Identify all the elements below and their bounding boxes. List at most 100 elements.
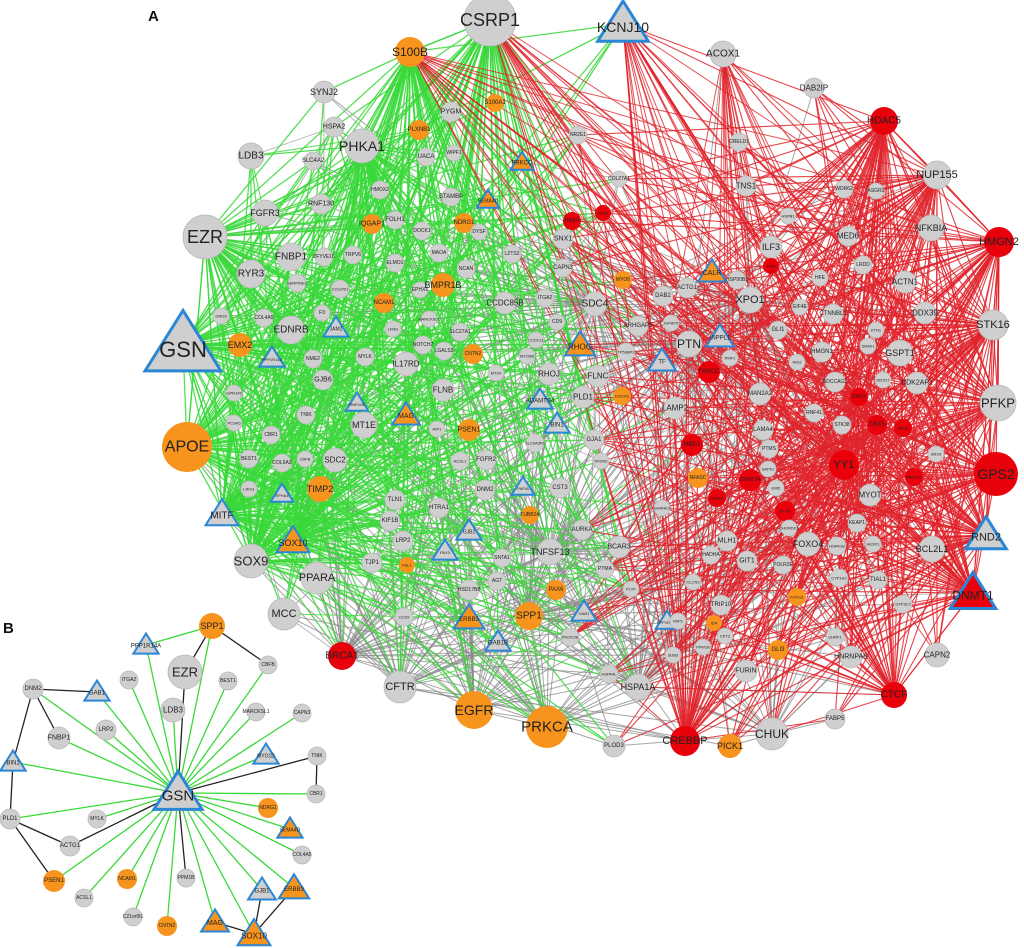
node-label: SYNJ2 bbox=[310, 87, 338, 97]
node-lfng: LFNG bbox=[384, 320, 402, 338]
circle-node-shape bbox=[664, 646, 682, 664]
edge bbox=[489, 19, 668, 622]
circle-node-shape bbox=[199, 613, 225, 639]
node-tnik: TNIK bbox=[296, 405, 316, 425]
node-label: RUNX1 bbox=[710, 496, 724, 501]
edge bbox=[876, 424, 895, 696]
circle-node-shape bbox=[117, 869, 137, 889]
node-label: LRP2 bbox=[98, 727, 114, 733]
circle-node-shape bbox=[535, 288, 555, 308]
circle-node-shape bbox=[416, 147, 436, 167]
circle-node-shape bbox=[867, 182, 885, 200]
node-label: MAG bbox=[398, 413, 414, 420]
edge bbox=[622, 23, 721, 338]
node-timp2: TIMP2 bbox=[307, 476, 333, 502]
node-label: DNM2 bbox=[24, 686, 42, 692]
circle-node-shape bbox=[182, 214, 228, 260]
circle-node-shape bbox=[759, 439, 779, 459]
node-bmpr1b: BMPR1B bbox=[424, 273, 462, 297]
node-lrp2: LRP2 bbox=[95, 719, 117, 741]
circle-node-shape bbox=[526, 706, 568, 748]
edge bbox=[409, 51, 747, 672]
node-label: CCDC85B bbox=[486, 299, 523, 308]
node-srak1: SRAK1 bbox=[859, 337, 877, 355]
edge bbox=[528, 395, 623, 617]
node-label: HSPA1B bbox=[829, 544, 845, 549]
circle-node-shape bbox=[549, 477, 571, 499]
node-label: NID2 bbox=[792, 360, 802, 365]
node-aurka: AURKA bbox=[571, 519, 593, 541]
node-label: DYSF bbox=[472, 229, 485, 235]
node-label: HADHA bbox=[702, 552, 720, 558]
node-label: COL27A1 bbox=[608, 176, 630, 182]
node-c21orf91: C21orf91 bbox=[330, 279, 350, 299]
node-label: ACSL1 bbox=[76, 895, 92, 901]
circle-node-shape bbox=[571, 385, 595, 409]
circle-node-shape bbox=[708, 489, 726, 507]
node-tf: TF bbox=[646, 346, 678, 372]
node-label: CBX5 bbox=[869, 422, 885, 428]
edge bbox=[602, 212, 860, 398]
node-uhrf1: UHRF1 bbox=[825, 627, 845, 647]
circle-node-shape bbox=[536, 538, 564, 566]
edge bbox=[371, 562, 639, 688]
circle-node-shape bbox=[552, 228, 574, 250]
node-label: HSP90B1 bbox=[726, 277, 748, 283]
triangle-node-shape bbox=[508, 149, 536, 171]
node-ndrg1: NDRG1 bbox=[258, 798, 278, 818]
circle-node-shape bbox=[527, 331, 545, 349]
node-label: PFKP bbox=[981, 396, 1015, 411]
circle-node-shape bbox=[886, 339, 914, 367]
node-nptn: NPTN bbox=[775, 501, 795, 521]
circle-node-shape bbox=[475, 449, 497, 471]
node-phka1: PHKA1 bbox=[339, 128, 385, 164]
edge bbox=[263, 252, 440, 319]
triangle-node-shape bbox=[275, 815, 305, 839]
node-label: DOCK1 bbox=[413, 228, 430, 234]
edge bbox=[105, 729, 179, 794]
node-label: ITGA2 bbox=[538, 295, 553, 301]
edge bbox=[489, 19, 901, 354]
node-label: TP53BP2 bbox=[617, 350, 635, 355]
edge bbox=[559, 487, 632, 590]
node-nup155: NUP155 bbox=[916, 160, 958, 190]
circle-node-shape bbox=[755, 717, 789, 751]
triangle-node-shape bbox=[483, 628, 513, 652]
node-igfbp5: IGFBP5 bbox=[662, 314, 680, 332]
node-actg1: ACTG1 bbox=[676, 277, 698, 299]
node-label: PHB bbox=[767, 264, 776, 269]
circle-node-shape bbox=[548, 313, 566, 331]
circle-node-shape bbox=[160, 697, 186, 723]
edge bbox=[204, 51, 411, 238]
node-emd: EMD bbox=[767, 479, 785, 497]
circle-node-shape bbox=[272, 453, 292, 473]
triangle-node-shape bbox=[82, 678, 112, 702]
node-tubb2a: TUBB2A bbox=[520, 506, 540, 524]
node-sox9: SOX9 bbox=[233, 543, 269, 579]
panel-a-edges bbox=[182, 19, 1000, 747]
circle-node-shape bbox=[350, 411, 378, 439]
node-stambp: STAMBP bbox=[439, 187, 463, 207]
circle-node-shape bbox=[493, 291, 517, 315]
node-myo9b: MYO9B bbox=[518, 347, 536, 365]
edge bbox=[489, 19, 585, 613]
panel-a-label: A bbox=[148, 8, 159, 25]
node-label: GJA1 bbox=[586, 437, 602, 443]
node-label: MAN2A2 bbox=[748, 391, 773, 397]
edge bbox=[562, 267, 860, 398]
node-label: SOX9 bbox=[234, 554, 269, 569]
edge bbox=[321, 312, 394, 330]
edge bbox=[608, 673, 686, 742]
node-nme2: NME2 bbox=[303, 349, 323, 369]
edge bbox=[250, 560, 606, 570]
edge bbox=[684, 382, 918, 742]
node-gab1: GAB1 bbox=[82, 678, 112, 702]
node-label: SOX10 bbox=[241, 931, 267, 940]
circle-node-shape bbox=[412, 221, 432, 241]
edge bbox=[233, 327, 337, 394]
circle-node-shape bbox=[43, 870, 65, 892]
circle-node-shape bbox=[853, 255, 873, 275]
node-label: PSEN1 bbox=[44, 878, 64, 884]
triangle-node-shape bbox=[199, 907, 231, 933]
circle-node-shape bbox=[303, 349, 323, 369]
